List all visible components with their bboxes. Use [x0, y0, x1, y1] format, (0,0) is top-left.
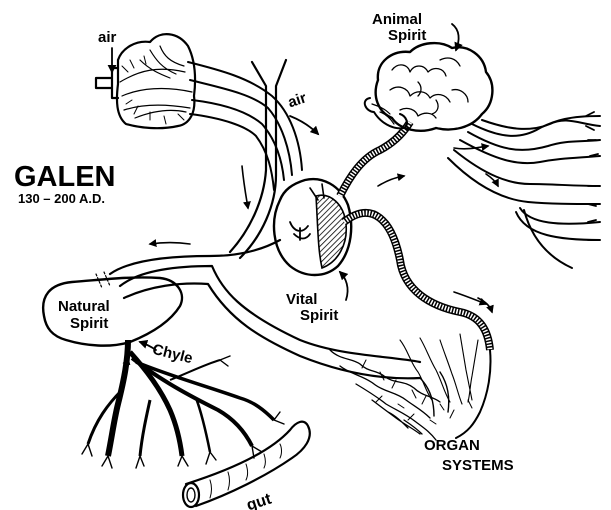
vital-spirit-line2: Spirit	[300, 307, 338, 324]
nerves	[448, 112, 600, 268]
arteries	[340, 122, 490, 350]
natural-spirit-line1: Natural	[58, 298, 110, 315]
title: GALEN	[14, 161, 116, 193]
venous-flow-arrow	[150, 243, 190, 245]
organ-systems	[330, 334, 491, 440]
artery-flow-arrow-1	[378, 176, 404, 186]
vital-spirit-line1: Vital	[286, 291, 317, 308]
animal-spirit-arrow	[452, 24, 459, 50]
animal-spirit-line2: Spirit	[388, 27, 426, 44]
lung	[96, 34, 195, 128]
dates: 130 – 200 A.D.	[18, 191, 105, 206]
septum-hatch	[316, 195, 346, 268]
organ-systems-line2: SYSTEMS	[442, 457, 514, 474]
natural-spirit-line2: Spirit	[70, 315, 108, 332]
brain	[365, 43, 493, 131]
venous-flow-arrow-2	[242, 166, 248, 208]
gut-label: gut	[245, 490, 275, 510]
organ-systems-line1: ORGAN	[424, 437, 480, 454]
vena-cava	[230, 60, 286, 258]
artery-flow-arrow-2	[454, 292, 486, 304]
vital-spirit-arrow	[340, 272, 348, 300]
chyle-label: Chyle	[151, 341, 195, 367]
animal-spirit-line1: Animal	[372, 11, 422, 28]
pulmonary-vessels	[188, 62, 302, 190]
air-label-trachea: air	[286, 89, 309, 111]
organ-return-arrow	[478, 298, 492, 312]
air-label-top: air	[98, 29, 117, 46]
